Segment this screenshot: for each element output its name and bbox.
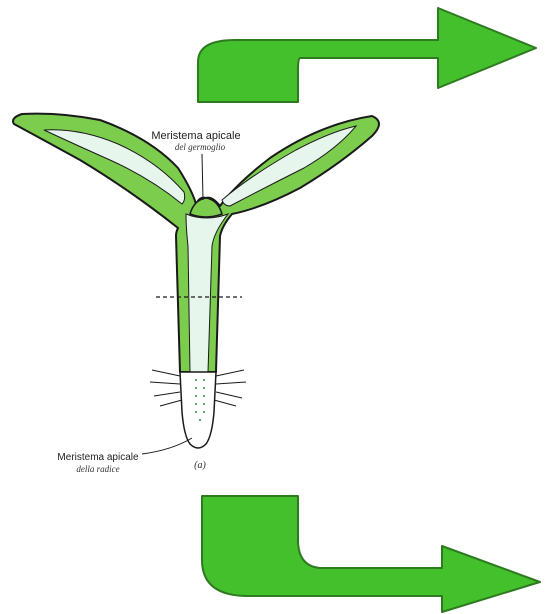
part-marker: (a) (194, 460, 206, 471)
shoot-meristem-subtitle: del germoglio (175, 142, 226, 152)
seedling (13, 114, 379, 448)
bottom-curved-arrow-icon (202, 496, 540, 612)
root (180, 372, 216, 448)
shoot-meristem-leader (202, 154, 203, 200)
root-meristem-title: Meristema apicale (57, 452, 139, 463)
hypocotyl-core (186, 214, 228, 372)
root-meristem-subtitle: della radice (76, 464, 119, 474)
top-curved-arrow-icon (198, 8, 536, 102)
shoot-meristem-title: Meristema apicale (151, 130, 240, 142)
root-meristem-leader (142, 438, 192, 454)
